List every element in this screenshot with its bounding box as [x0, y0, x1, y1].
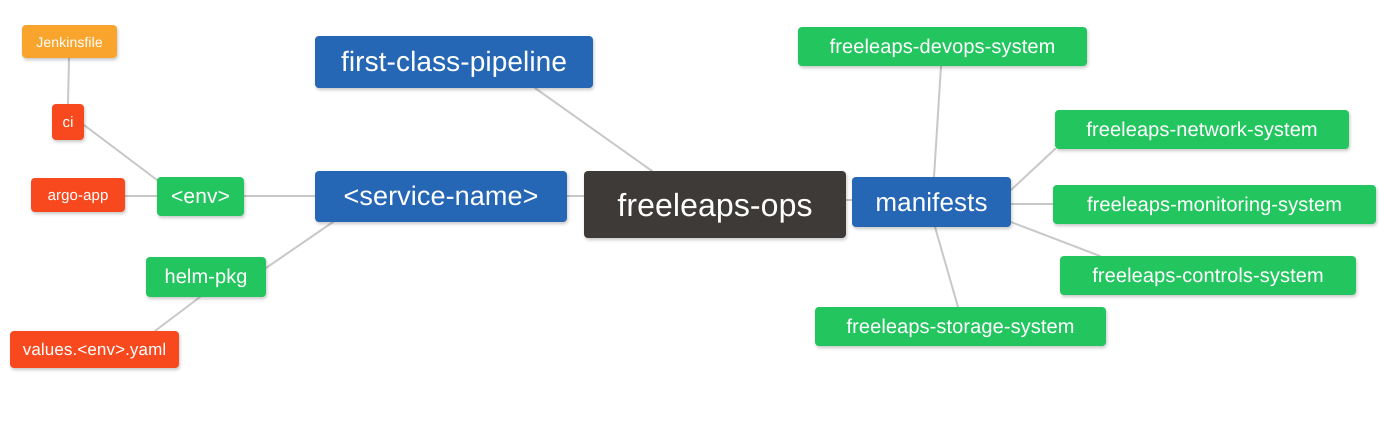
edge-manifests-devops	[933, 65, 942, 178]
node-argo-app[interactable]: argo-app	[31, 178, 125, 212]
node-label: <env>	[171, 185, 230, 208]
node-label: values.<env>.yaml	[22, 340, 167, 359]
node-label: argo-app	[47, 186, 109, 204]
node-env[interactable]: <env>	[157, 177, 244, 216]
node-label: freeleaps-ops	[617, 186, 813, 223]
node-label: first-class-pipeline	[340, 46, 568, 77]
node-label: ci	[62, 113, 74, 131]
node-label: Jenkinsfile	[36, 33, 103, 50]
edge-values-helm-pkg	[154, 296, 201, 332]
edge-manifests-storage	[934, 226, 959, 308]
node-freeleaps-storage-system[interactable]: freeleaps-storage-system	[815, 307, 1106, 346]
node-label: freeleaps-network-system	[1086, 118, 1318, 141]
edge-ci-env	[83, 124, 158, 181]
node-values-env-yaml[interactable]: values.<env>.yaml	[10, 331, 179, 368]
edge-manifests-network	[1010, 148, 1056, 191]
node-freeleaps-network-system[interactable]: freeleaps-network-system	[1055, 110, 1349, 149]
edge-pipeline-ops	[534, 87, 653, 172]
node-label: freeleaps-controls-system	[1092, 264, 1324, 287]
node-freeleaps-devops-system[interactable]: freeleaps-devops-system	[798, 27, 1087, 66]
node-label: freeleaps-monitoring-system	[1086, 193, 1342, 216]
edge-helm-pkg-service-name	[265, 221, 334, 269]
node-manifests[interactable]: manifests	[852, 177, 1011, 227]
node-label: freeleaps-storage-system	[846, 315, 1075, 338]
node-label: manifests	[875, 187, 988, 217]
edge-manifests-controls	[1010, 221, 1101, 257]
node-jenkinsfile[interactable]: Jenkinsfile	[22, 25, 117, 58]
node-ci[interactable]: ci	[52, 104, 84, 140]
node-freeleaps-controls-system[interactable]: freeleaps-controls-system	[1060, 256, 1356, 295]
node-label: <service-name>	[343, 181, 539, 211]
node-label: freeleaps-devops-system	[829, 35, 1056, 58]
node-first-class-pipeline[interactable]: first-class-pipeline	[315, 36, 593, 88]
edge-jenkinsfile-ci	[67, 57, 70, 105]
node-service-name[interactable]: <service-name>	[315, 171, 567, 222]
node-helm-pkg[interactable]: helm-pkg	[146, 257, 266, 297]
node-label: helm-pkg	[164, 266, 248, 288]
node-freeleaps-ops[interactable]: freeleaps-ops	[584, 171, 846, 238]
node-freeleaps-monitoring-system[interactable]: freeleaps-monitoring-system	[1053, 185, 1376, 224]
